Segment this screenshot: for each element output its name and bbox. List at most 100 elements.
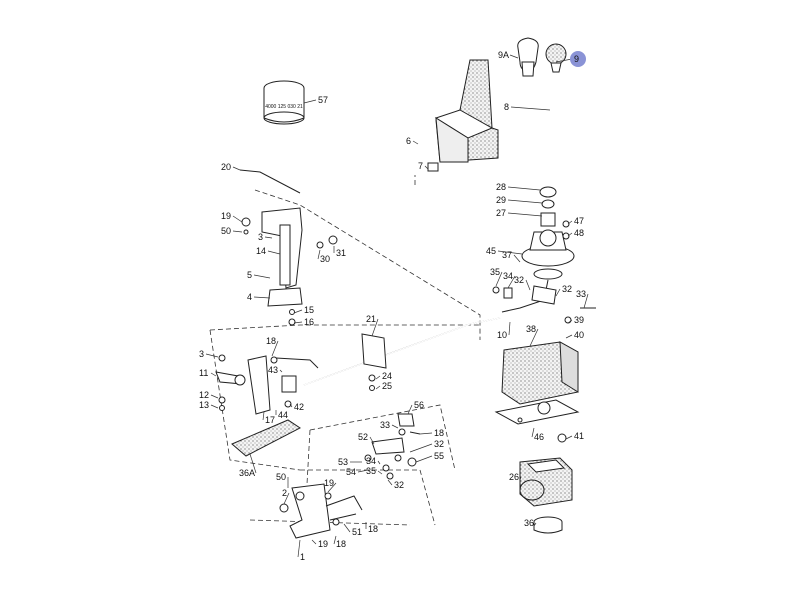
callout-label: 41 [574,431,584,441]
callout-label: 21 [366,314,376,324]
callout-leader [210,394,219,399]
callout-leader [377,470,383,475]
callout-leader [205,353,219,358]
boot-housing-26 [519,457,573,507]
callout-leader [519,476,522,481]
shift-boot [434,59,499,163]
callout-label: 5 [247,270,252,280]
callout-leader [369,436,375,445]
callout-label: 34 [503,271,513,281]
callout-label: 33 [380,420,390,430]
grommet-36 [533,516,563,534]
callout-label: 36A [239,468,255,478]
callout-leader [232,166,241,171]
callout-leader [210,404,219,409]
main-shift-rod [303,317,501,386]
callout-leader [555,288,561,297]
callout-label: 32 [394,480,404,490]
callout-leader [317,249,321,260]
callout-label: 52 [358,432,368,442]
callout-leader [375,385,381,390]
callout-leader [495,271,503,287]
callout-label: 8 [504,102,509,112]
callout-label: 26 [509,472,519,482]
callout-label: 7 [418,161,423,171]
shift-lever-rod [547,73,557,181]
callout-leader [507,212,543,217]
callout-label: 32 [562,284,572,294]
callout-label: 17 [265,415,275,425]
callout-label: 30 [320,254,330,264]
callout-label: 28 [496,182,506,192]
callout-leader [279,369,283,373]
callout-leader [567,220,573,225]
callout-leader [407,404,413,415]
callout-leader [253,296,271,299]
heat-shield-38 [501,341,579,405]
callout-leader [303,99,317,104]
callout-leader [333,535,337,545]
callout-highlight-marker [570,51,586,67]
callout-leader [267,250,281,255]
callout-label: 6 [406,136,411,146]
callout-leader [375,375,381,380]
callout-leader [253,274,271,279]
callout-label: 29 [496,195,506,205]
bracket-21 [361,333,387,391]
callout-leader [507,199,543,204]
callout-leader [513,254,521,263]
callout-leader [371,318,379,337]
callout-leader [232,215,243,223]
callout-leader [565,435,573,440]
callout-label: 50 [221,226,231,236]
callout-label: 18 [434,428,444,438]
callout-leader [343,523,351,533]
callout-leader [289,403,293,408]
callout-leader [555,58,573,63]
callout-label: 38 [526,324,536,334]
callout-label: 34 [366,456,376,466]
callout-label: 4 [247,292,252,302]
collar-stamp: 4000 125 030 21 [265,104,303,110]
callout-label: 47 [574,216,584,226]
callout-label: 45 [486,246,496,256]
callout-label: 33 [576,289,586,299]
callout-leader [497,250,523,255]
callout-label: 43 [268,365,278,375]
callout-leader [412,140,419,145]
callout-leader [415,455,433,463]
callout-label: 3 [258,232,263,242]
callout-label: 35 [490,267,500,277]
shift-collar-57: 4000 125 030 21 [263,80,305,125]
callout-leader [525,279,531,291]
callout-label: 32 [434,439,444,449]
callout-label: 9A [498,50,509,60]
callout-label: 51 [352,527,362,537]
callout-leader [311,539,317,545]
callout-leader [271,340,279,357]
selector-lever-left [215,354,319,415]
callout-label: 3 [199,349,204,359]
callout-leader [357,469,369,473]
callout-leader [507,275,516,289]
callout-leader [565,334,573,339]
callout-label: 16 [304,317,314,327]
callout-label: 18 [266,336,276,346]
cover-plate-36a [231,419,301,457]
base-plate-46 [494,399,580,443]
callout-label: 55 [434,451,444,461]
callout-leader [419,432,433,435]
callout-label: 56 [414,400,424,410]
callout-label: 19 [324,478,334,488]
callout-leader [531,427,535,438]
callout-label: 20 [221,162,231,172]
callout-label: 48 [574,228,584,238]
callout-leader [377,460,381,465]
callout-leader [507,186,541,191]
callout-label: 18 [368,524,378,534]
callout-label: 25 [382,381,392,391]
shift-housing-45 [521,186,575,280]
callout-label: 9 [574,54,579,64]
